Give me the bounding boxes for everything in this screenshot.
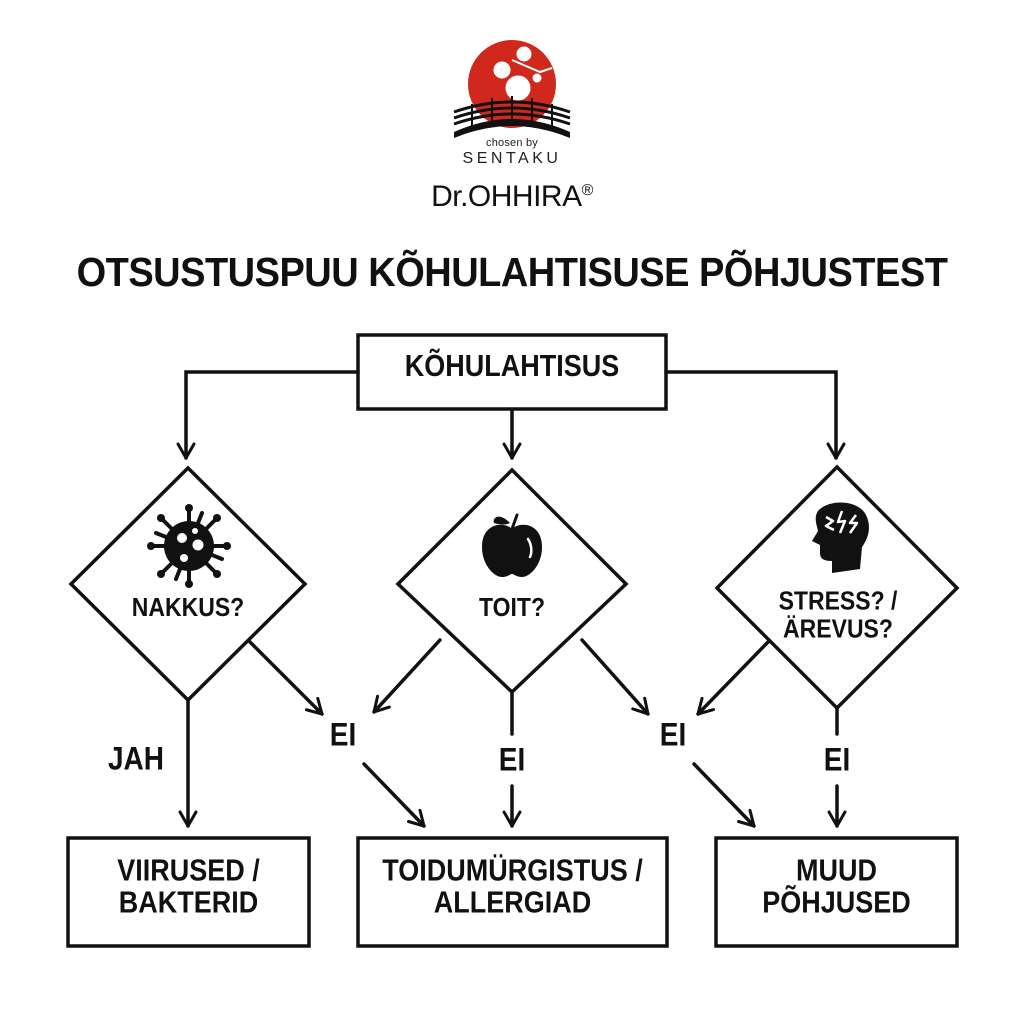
outcome-label-3: MUUD PÕHJUSED [716,853,957,920]
registered-mark: ® [581,182,594,199]
root-node-label: KÕHULAHTISUS [404,349,620,383]
stressed-head-icon [812,502,869,573]
outcome-2-line2: ALLERGIAD [433,886,592,920]
edge-label-no-left: EI [329,716,357,753]
outcome-1-line1: VIIRUSED / [117,853,260,887]
logo-company: SENTAKU [462,150,562,167]
outcome-2-line1: TOIDUMÜRGISTUS / [382,853,643,887]
outcome-1-line2: BAKTERID [118,886,259,920]
outcome-box-3 [714,836,959,948]
outcome-label-2: TOIDUMÜRGISTUS / ALLERGIAD [358,853,667,920]
apple-icon [482,513,542,577]
page-title: OTSUSTUSPUU KÕHULAHTISUSE PÕHJUSTEST [76,250,948,296]
outcome-box-1 [66,836,311,948]
edge-label-no-stress: EI [823,741,851,778]
sentaku-bridge-logo-icon [453,40,571,138]
decision-diamond-food [395,467,629,695]
virus-icon [147,504,231,588]
brand-name: Dr.OHHIRA® [0,180,1024,214]
edge-label-no-food: EI [498,741,526,778]
edge-label-yes: JAH [107,740,164,777]
brand-name-text: Dr.OHHIRA [431,180,582,213]
decision-label-stress-line2: ÄREVUS? [783,613,893,643]
decision-label-infection: NAKKUS? [131,592,245,622]
outcome-3-line2: PÕHJUSED [762,886,911,920]
outcome-box-2 [356,836,669,948]
outcome-label-1: VIIRUSED / BAKTERID [68,853,309,920]
brand-logo [412,40,612,220]
outcome-3-line1: MUUD [796,853,877,887]
edge-label-no-right: EI [659,716,687,753]
decision-label-food: TOIT? [478,592,545,622]
decision-label-stress-line1: STRESS? / [778,585,898,616]
decision-label-stress: STRESS? / ÄREVUS? [740,587,936,643]
logo-tagline: chosen by [486,137,538,149]
